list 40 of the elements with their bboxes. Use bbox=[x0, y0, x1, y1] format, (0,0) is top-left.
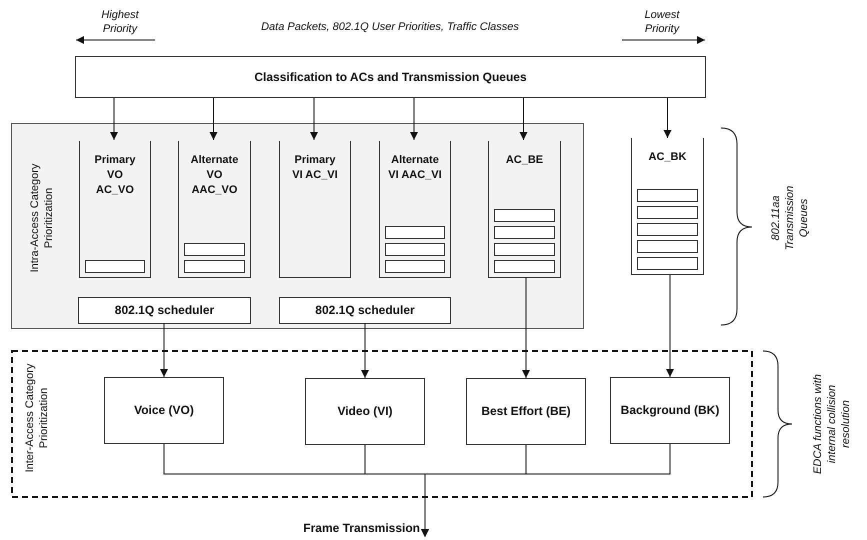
arrow bbox=[664, 98, 672, 138]
arrow bbox=[210, 98, 218, 140]
prioritization-panel bbox=[11, 123, 584, 329]
queue-container bbox=[279, 141, 351, 278]
queue-container bbox=[379, 141, 451, 278]
queue-label: Primary VI AC_VI bbox=[291, 153, 339, 183]
scheduler-box: 802.1Q scheduler bbox=[279, 297, 451, 324]
bracket-label: EDCA functions with internal collision resolution bbox=[811, 373, 853, 476]
queue-label: Alternate VI AAC_VI bbox=[388, 153, 442, 183]
queue-label: AC_BE bbox=[504, 153, 544, 168]
function-box: Video (VI) bbox=[305, 378, 425, 445]
arrow bbox=[310, 98, 318, 140]
classification-box: Classification to ACs and Transmission Queues bbox=[75, 56, 706, 98]
priority-label: Highest Priority bbox=[100, 8, 140, 36]
queue-container bbox=[488, 141, 561, 278]
queue-container bbox=[178, 141, 251, 278]
queue-label: Alternate VO AAC_VO bbox=[190, 153, 240, 198]
queue-container bbox=[631, 138, 704, 275]
queue-label: Primary VO AC_VO bbox=[94, 153, 136, 198]
arrow bbox=[410, 98, 418, 140]
arrow bbox=[110, 98, 118, 140]
bracket-label: 802.11aa Transmission Queues bbox=[769, 184, 811, 252]
section-label: Intra-Access Category Prioritization bbox=[28, 162, 56, 274]
arrow bbox=[160, 322, 168, 378]
arrow bbox=[361, 322, 369, 378]
queue-container bbox=[79, 141, 151, 278]
section-label: Inter-Access Category Prioritization bbox=[23, 362, 51, 474]
queue-label: AC_BK bbox=[648, 150, 688, 165]
arrow bbox=[522, 276, 530, 378]
scheduler-box: 802.1Q scheduler bbox=[78, 297, 251, 324]
function-box: Best Effort (BE) bbox=[466, 378, 586, 445]
arrow bbox=[666, 274, 674, 378]
arrow bbox=[421, 444, 670, 538]
priority-label: Lowest Priority bbox=[644, 8, 681, 36]
function-box: Background (BK) bbox=[610, 377, 730, 444]
prioritization-panel bbox=[11, 350, 753, 498]
header-label: Data Packets, 802.1Q User Priorities, Traffic Classes bbox=[260, 20, 520, 34]
function-box: Voice (VO) bbox=[104, 377, 224, 444]
output-label: Frame Transmission bbox=[290, 519, 420, 537]
arrow bbox=[520, 98, 528, 140]
